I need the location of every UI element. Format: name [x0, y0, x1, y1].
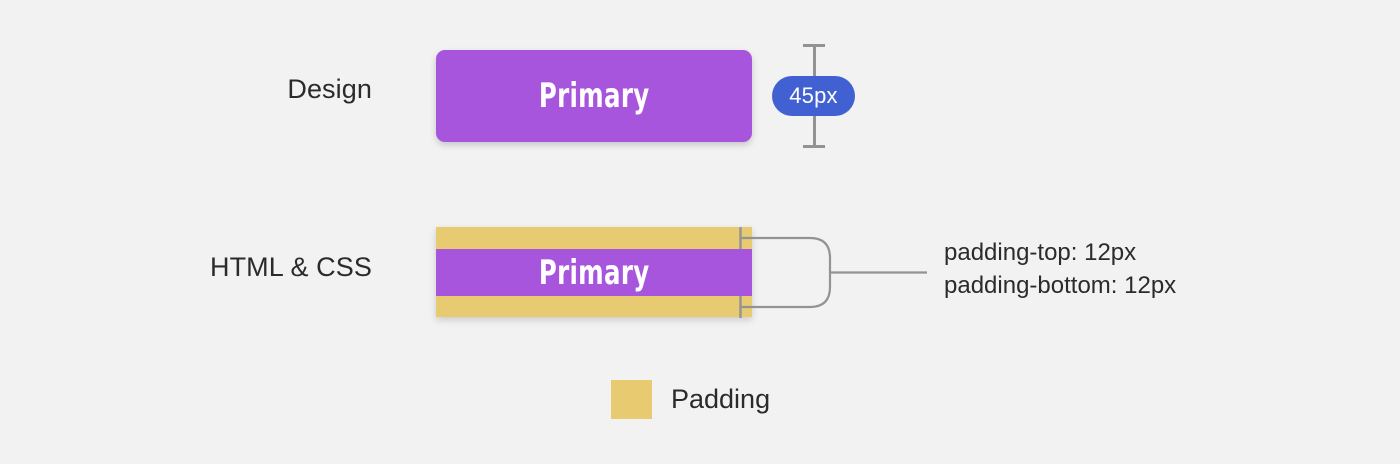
measurement-cap-bottom — [803, 145, 825, 148]
measurement-badge: 45px — [772, 76, 855, 116]
legend-label-padding: Padding — [671, 384, 771, 414]
padding-annotations: padding-top: 12px padding-bottom: 12px — [944, 236, 1176, 302]
design-button-label: Primary — [538, 76, 650, 116]
design-primary-button[interactable]: Primary — [436, 50, 752, 142]
bracket-icon — [739, 227, 927, 318]
row-label-html-css: HTML & CSS — [209, 252, 372, 282]
html-css-button-label: Primary — [538, 252, 650, 293]
annotation-padding-bottom: padding-bottom: 12px — [944, 272, 1177, 299]
html-css-box-model[interactable]: Primary — [436, 227, 752, 317]
legend: Padding — [611, 380, 770, 419]
row-label-design: Design — [287, 74, 372, 104]
annotation-padding-top: padding-top: 12px — [944, 239, 1137, 266]
content-band: Primary — [436, 249, 752, 296]
padding-bracket-callout — [730, 220, 940, 325]
legend-swatch-padding — [611, 380, 652, 419]
